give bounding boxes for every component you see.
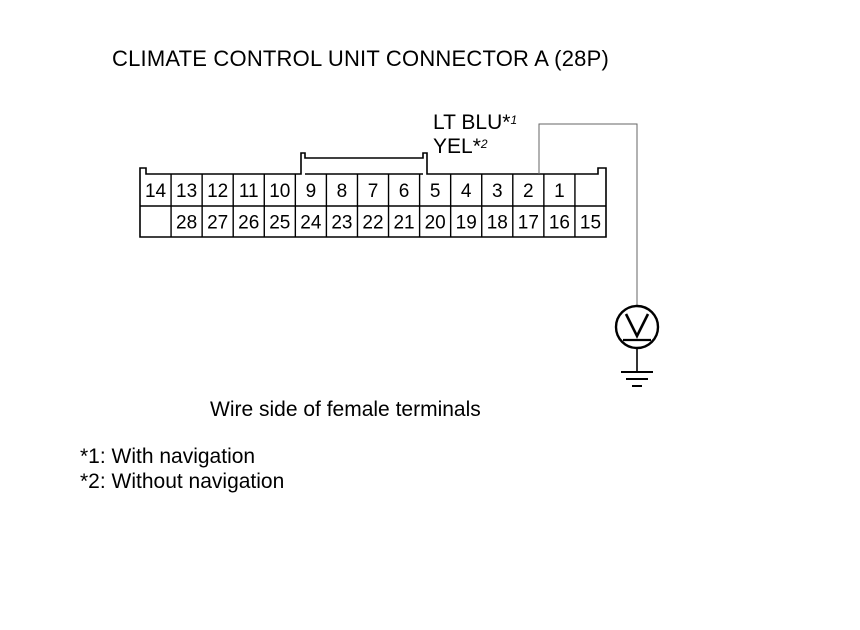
terminal-12-label: 12	[207, 181, 228, 202]
terminal-8-label: 8	[337, 181, 348, 202]
terminal-9-label: 9	[306, 181, 317, 202]
terminal-4-label: 4	[461, 181, 472, 202]
terminal-14-label: 14	[145, 181, 167, 202]
terminal-25-label: 25	[269, 213, 290, 234]
terminal-13-label: 13	[176, 181, 197, 202]
connector-housing	[139, 152, 607, 238]
terminal-23-label: 23	[331, 213, 352, 234]
terminal-27-label: 27	[207, 213, 228, 234]
terminal-5-label: 5	[430, 181, 441, 202]
terminal-22-label: 22	[362, 213, 383, 234]
terminal-2-label: 2	[523, 181, 534, 202]
terminal-18-label: 18	[487, 213, 508, 234]
terminal-24-label: 24	[300, 213, 322, 234]
terminal-10-label: 10	[269, 181, 290, 202]
terminal-26-label: 26	[238, 213, 259, 234]
terminal-28-label: 28	[176, 213, 197, 234]
terminal-6-label: 6	[399, 181, 410, 202]
voltmeter-icon	[614, 304, 660, 350]
terminal-1-label: 1	[554, 181, 565, 202]
terminal-15-label: 15	[580, 213, 601, 234]
wire-color-footnote-2: 2	[480, 137, 488, 151]
wire-color-label-1: LT BLU*1	[433, 112, 517, 134]
footnote-2: *2: Without navigation	[80, 470, 285, 493]
wire-color-label-2: YEL*2	[433, 136, 488, 158]
connector-view-caption: Wire side of female terminals	[210, 398, 481, 421]
wire-color-text-1: LT BLU*	[433, 111, 511, 134]
terminal-3-label: 3	[492, 181, 503, 202]
wire-color-footnote-1: 1	[510, 113, 518, 127]
diagram-title: CLIMATE CONTROL UNIT CONNECTOR A (28P)	[112, 46, 609, 71]
wire-color-text-2: YEL*	[433, 135, 481, 158]
footnote-1: *1: With navigation	[80, 445, 256, 468]
terminal-16-label: 16	[549, 213, 570, 234]
terminal-11-label: 11	[239, 181, 259, 202]
terminal-7-label: 7	[368, 181, 379, 202]
terminal-17-label: 17	[518, 213, 539, 234]
terminal-19-label: 19	[456, 213, 477, 234]
terminal-20-label: 20	[425, 213, 446, 234]
probe-wire	[538, 123, 638, 308]
ground-icon	[621, 371, 653, 387]
terminal-21-label: 21	[393, 213, 414, 234]
